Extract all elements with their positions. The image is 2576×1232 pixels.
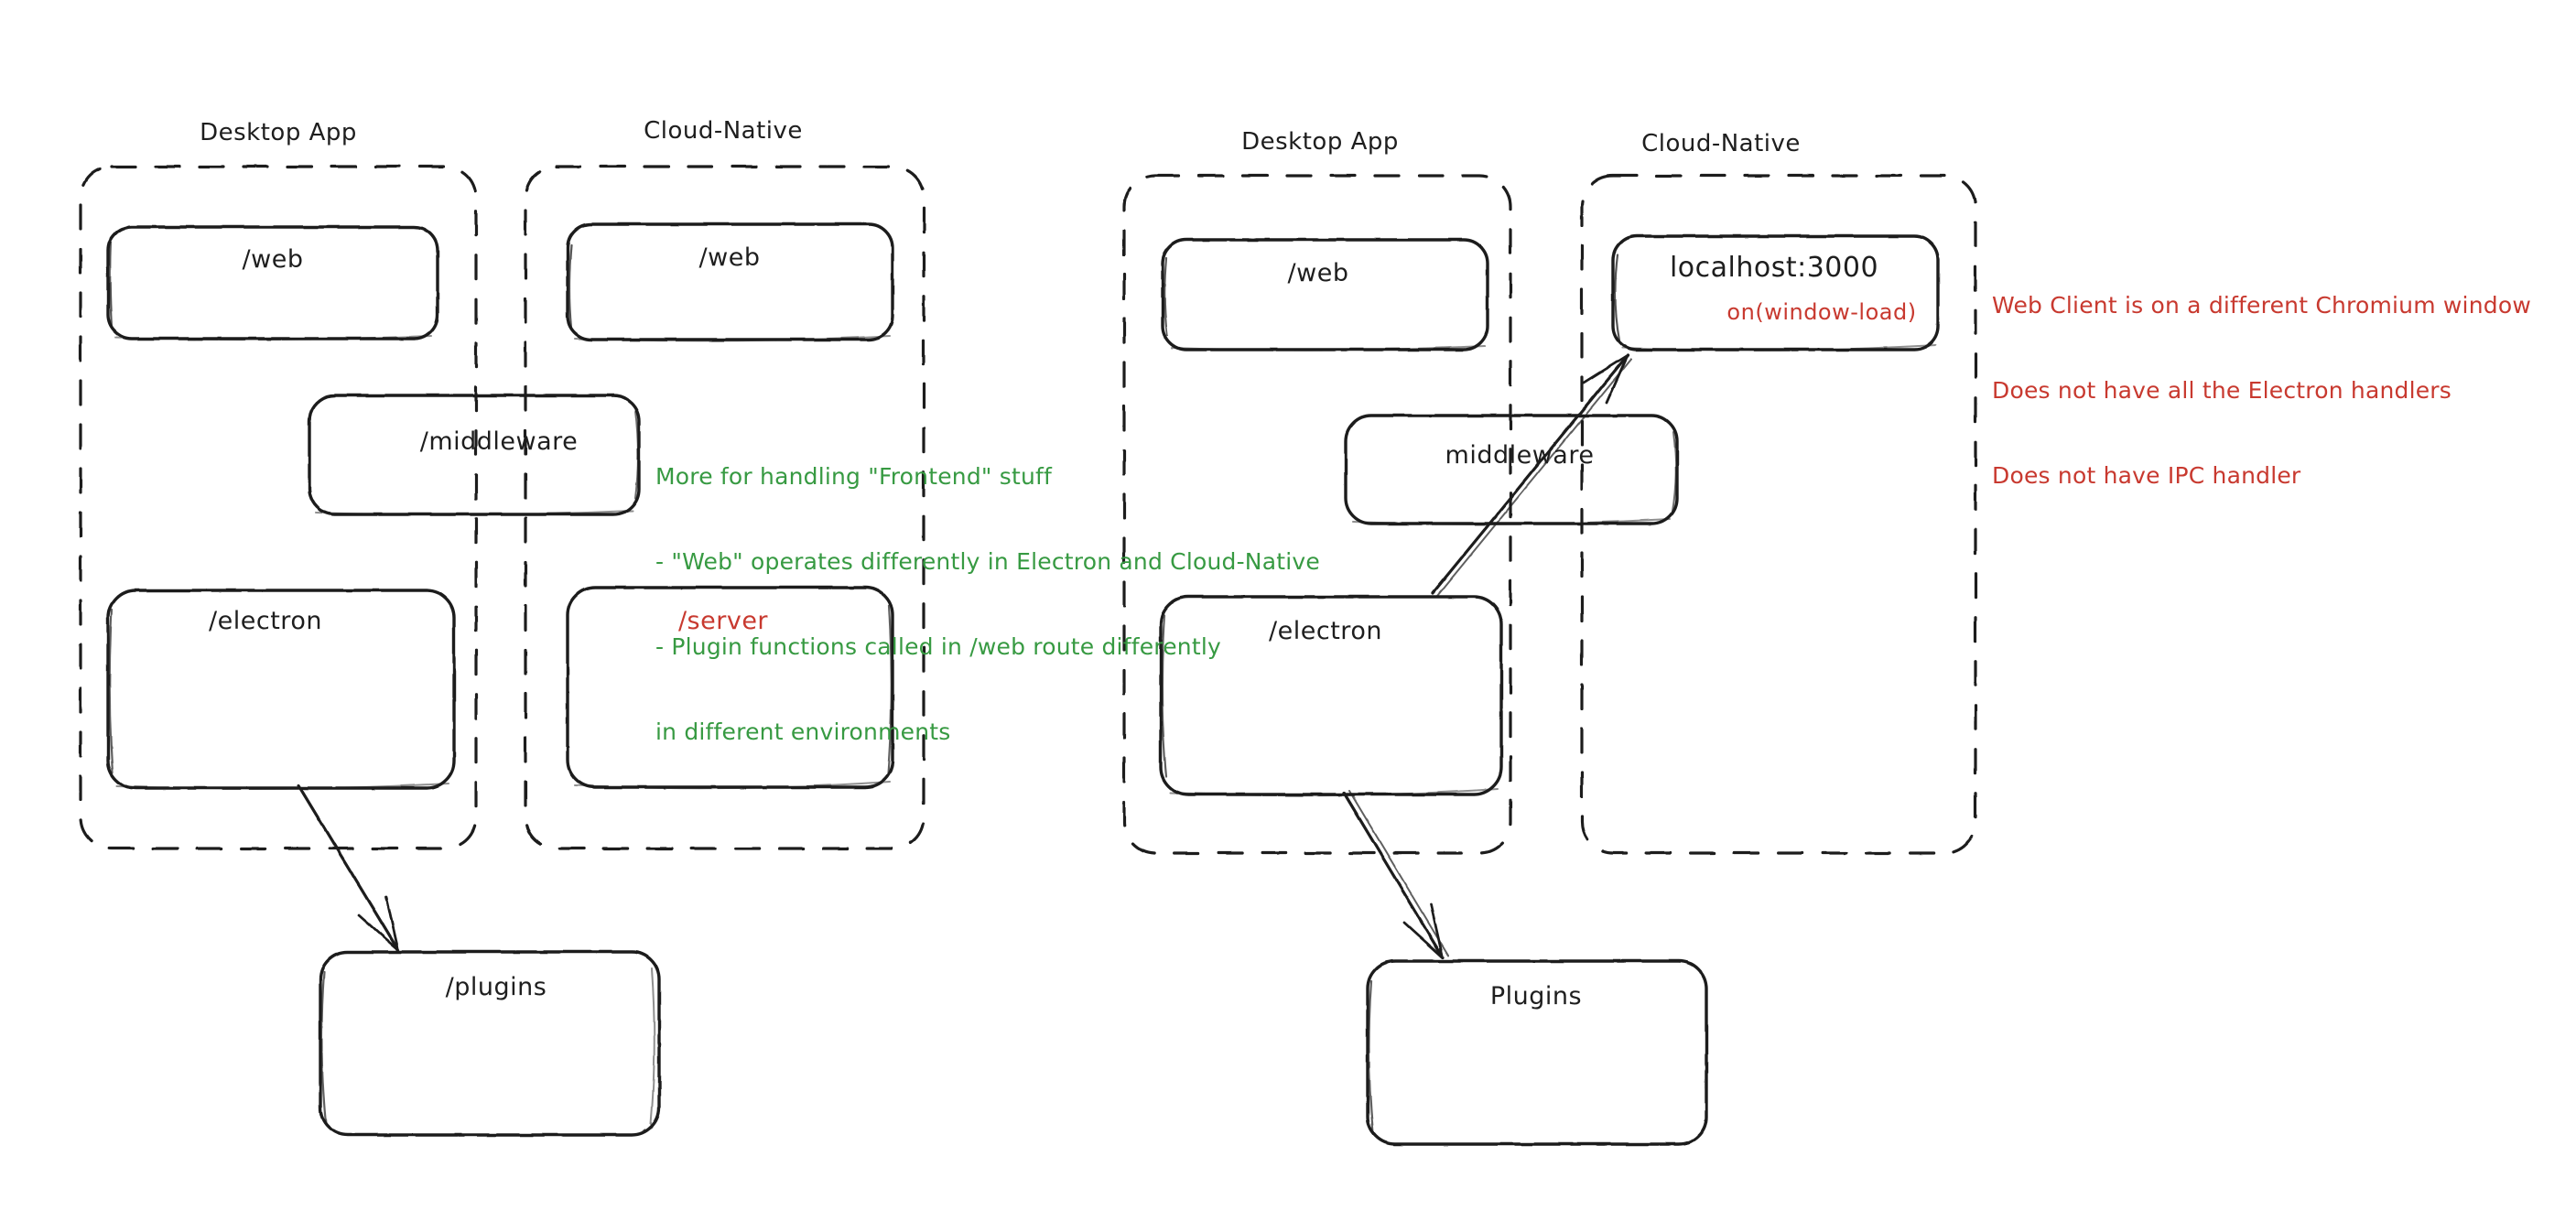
right-group-label-cloud-native: Cloud-Native bbox=[1641, 130, 1801, 157]
left-group-label-cloud-native: Cloud-Native bbox=[644, 117, 803, 145]
right-box-label-plugins: Plugins bbox=[1489, 982, 1583, 1010]
note-line: - Plugin functions called in /web route … bbox=[655, 633, 1221, 660]
right-annotation-note: Web Client is on a different Chromium wi… bbox=[1992, 234, 2531, 546]
right-box-label-electron: /electron bbox=[1269, 617, 1382, 645]
right-box-electron bbox=[1159, 595, 1503, 796]
left-box-label-middleware: /middleware bbox=[419, 427, 579, 456]
left-group-label-desktop-app: Desktop App bbox=[200, 119, 357, 146]
left-box-web-desktop bbox=[106, 225, 439, 340]
left-box-label-web-desktop: /web bbox=[242, 245, 304, 274]
right-arrow-electron-to-plugins bbox=[1342, 790, 1449, 959]
left-box-label-plugins: /plugins bbox=[445, 973, 547, 1001]
right-group-label-desktop-app: Desktop App bbox=[1241, 128, 1399, 156]
right-group-cloud-native bbox=[1580, 174, 1977, 855]
left-arrow-electron-to-plugins bbox=[297, 784, 400, 952]
right-box-label-web: /web bbox=[1287, 259, 1349, 287]
note-line: in different environments bbox=[655, 719, 951, 745]
note-line: Web Client is on a different Chromium wi… bbox=[1992, 292, 2531, 319]
note-line: Does not have all the Electron handlers bbox=[1992, 377, 2452, 404]
right-box-plugins bbox=[1366, 959, 1708, 1146]
left-box-server bbox=[566, 586, 894, 789]
left-annotation-note: More for handling "Frontend" stuff - "We… bbox=[655, 405, 1320, 803]
left-box-label-server: /server bbox=[677, 607, 769, 635]
note-line: More for handling "Frontend" stuff bbox=[655, 463, 1053, 490]
note-line: Does not have IPC handler bbox=[1992, 462, 2301, 489]
left-box-label-web-cloud: /web bbox=[698, 243, 761, 272]
right-box-sublabel-on-window-load: on(window-load) bbox=[1726, 299, 1917, 325]
right-box-label-localhost: localhost:3000 bbox=[1669, 252, 1879, 284]
right-box-web bbox=[1161, 238, 1489, 351]
note-line: - "Web" operates differently in Electron… bbox=[655, 548, 1320, 575]
left-box-web-cloud bbox=[566, 222, 894, 341]
right-group-desktop-app bbox=[1122, 174, 1512, 855]
right-arrow-electron-to-localhost bbox=[1431, 353, 1632, 597]
left-box-plugins bbox=[319, 950, 661, 1137]
left-box-label-electron: /electron bbox=[209, 607, 322, 635]
right-box-label-middleware: middleware bbox=[1445, 441, 1595, 470]
